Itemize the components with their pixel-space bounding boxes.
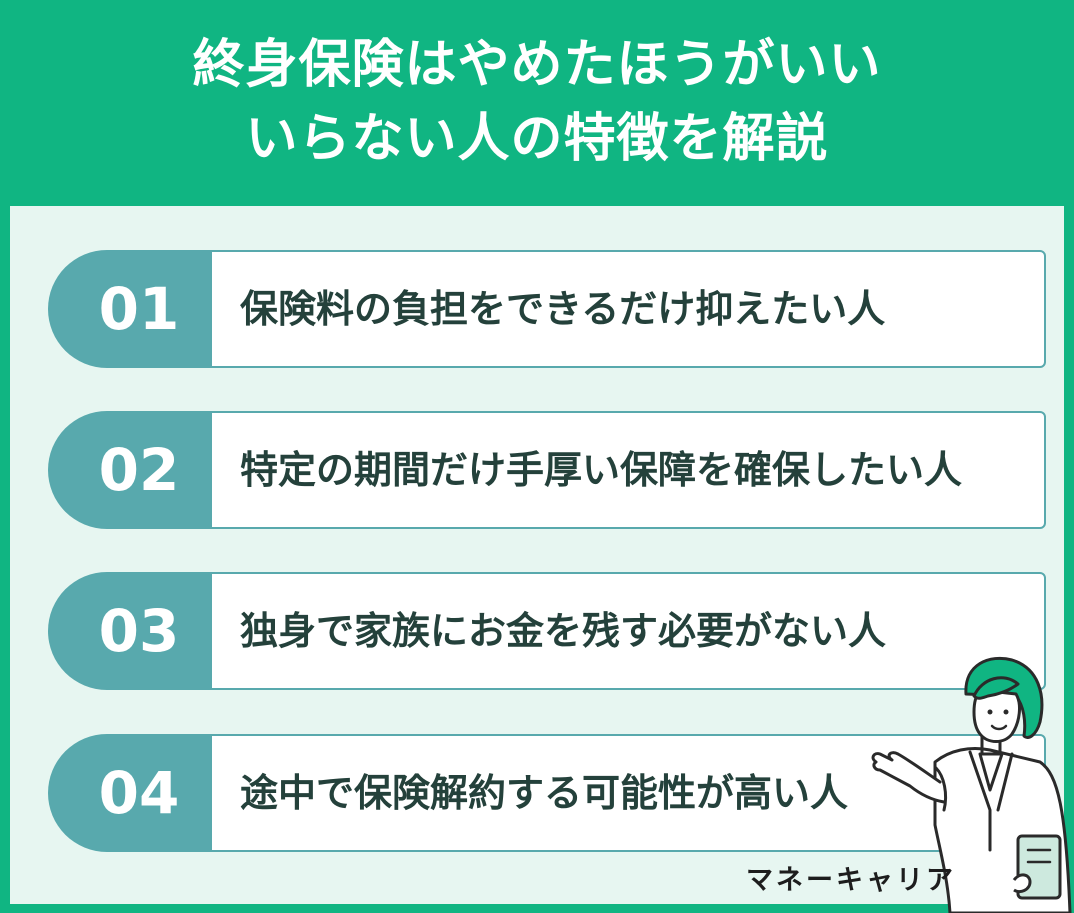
item-text: 保険料の負担をできるだけ抑えたい人	[240, 287, 886, 331]
content-panel: 01 保険料の負担をできるだけ抑えたい人 02 特定の期間だけ手厚い保障を確保し…	[10, 206, 1064, 904]
list-item-03: 03 独身で家族にお金を残す必要がない人	[48, 572, 1046, 690]
item-number: 03	[98, 597, 180, 665]
page-title: 終身保険はやめたほうがいい いらない人の特徴を解説	[0, 28, 1074, 176]
item-number: 02	[98, 436, 180, 504]
item-card	[158, 572, 1046, 690]
title-line-2: いらない人の特徴を解説	[245, 109, 829, 169]
number-badge	[48, 250, 212, 368]
number-badge	[48, 411, 212, 529]
presenter-illustration-icon	[871, 656, 1072, 913]
brand-logo-text: マネーキャリア	[746, 865, 956, 896]
item-text: 特定の期間だけ手厚い保障を確保したい人	[240, 448, 963, 492]
number-badge	[48, 572, 212, 690]
number-badge	[48, 734, 212, 852]
item-text: 独身で家族にお金を残す必要がない人	[240, 609, 887, 653]
item-number: 01	[98, 275, 180, 343]
item-card	[158, 250, 1046, 368]
list-item-02: 02 特定の期間だけ手厚い保障を確保したい人	[48, 411, 1046, 529]
list-item-01: 01 保険料の負担をできるだけ抑えたい人	[48, 250, 1046, 368]
title-line-1: 終身保険はやめたほうがいい	[192, 35, 882, 95]
item-text: 途中で保険解約する可能性が高い人	[240, 771, 849, 815]
item-card	[158, 411, 1046, 529]
item-number: 04	[98, 759, 180, 827]
